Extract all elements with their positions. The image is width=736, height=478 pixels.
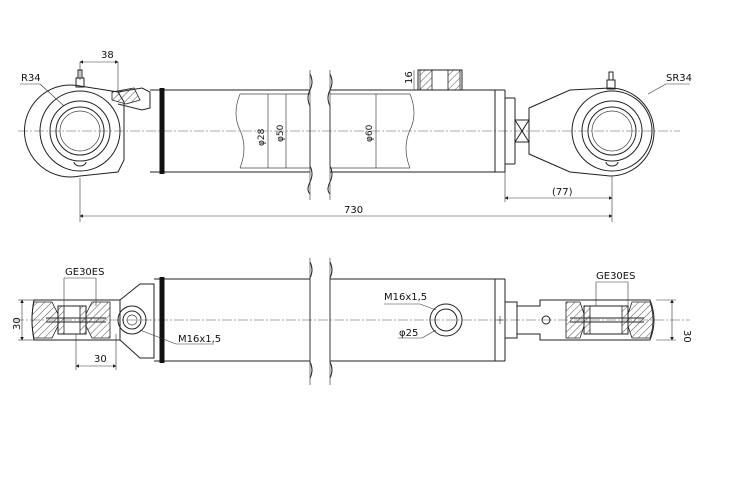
port-right <box>429 303 463 337</box>
dim-77-label: (77) <box>552 187 573 198</box>
cylinder-barrel <box>150 69 516 200</box>
width-left-label: 30 <box>12 317 23 330</box>
left-clevis-eye <box>24 69 151 178</box>
top-dimensions: 38 R34 SR34 16 φ28 φ50 φ60 730 (77) <box>20 50 692 222</box>
left-clevis-side <box>31 283 155 359</box>
bore-diameter-label: φ50 <box>276 124 286 142</box>
port-thread-right-label: M16x1,5 <box>384 292 427 303</box>
cylinder-barrel-side <box>154 258 506 385</box>
dim-16-label: 16 <box>404 71 415 84</box>
radius-right-label: SR34 <box>666 73 692 84</box>
width-right-label: 30 <box>681 330 692 343</box>
dim-38-label: 38 <box>101 50 114 61</box>
bearing-left-label: GE30ES <box>65 267 104 278</box>
port-diameter-label: φ25 <box>399 328 418 339</box>
dim-30-bottom-label: 30 <box>94 354 107 365</box>
rod-diameter-label: φ28 <box>257 128 267 146</box>
top-view: 38 R34 SR34 16 φ28 φ50 φ60 730 (77) <box>18 50 692 222</box>
bottom-dimensions: GE30ES GE30ES 30 30 30 M16x1,5 M16x1,5 <box>12 267 692 370</box>
outer-diameter-label: φ60 <box>365 124 375 142</box>
bearing-right-label: GE30ES <box>596 271 635 282</box>
right-rod-eye <box>514 71 655 177</box>
overall-length-label: 730 <box>344 205 363 216</box>
port-thread-left-label: M16x1,5 <box>178 334 221 345</box>
bottom-view: GE30ES GE30ES 30 30 30 M16x1,5 M16x1,5 <box>12 258 692 385</box>
radius-left-label: R34 <box>21 73 41 84</box>
right-rod-side <box>504 299 655 341</box>
